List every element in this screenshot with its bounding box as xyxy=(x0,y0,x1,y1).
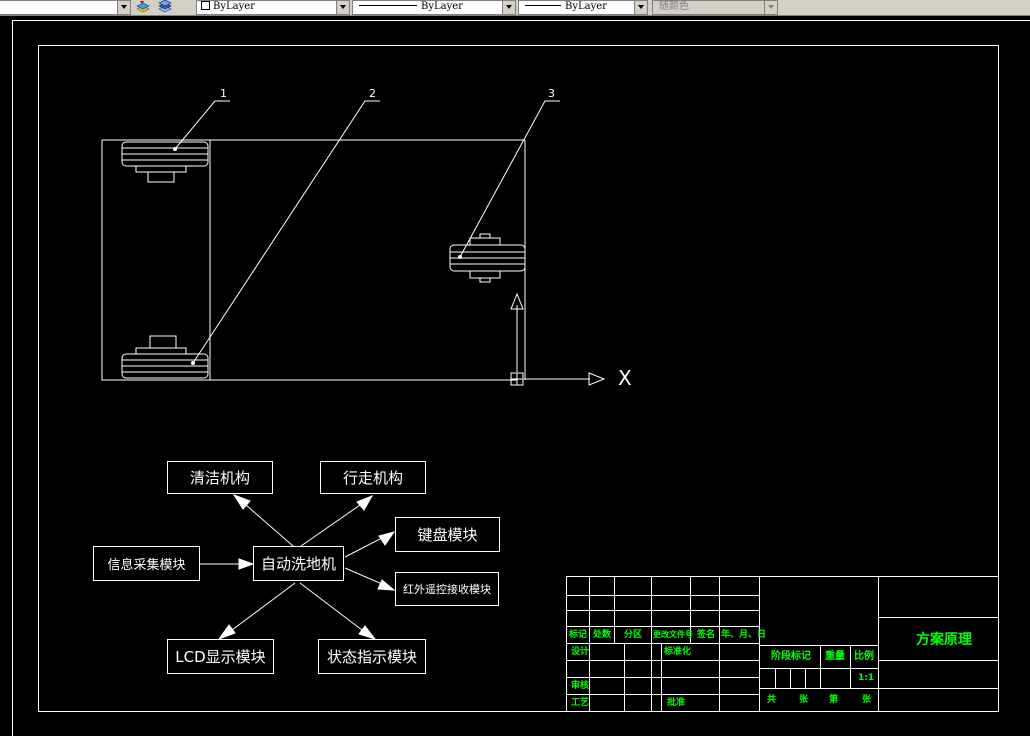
tb-review: 审核 xyxy=(571,681,590,691)
make-layer-current-icon[interactable] xyxy=(136,0,150,13)
block-status-indicator-module[interactable]: 状态指示模块 xyxy=(318,639,426,674)
tb-stage-mark: 阶段标记 xyxy=(771,651,811,662)
floor-plan xyxy=(101,100,606,386)
block-cleaning-mechanism[interactable]: 清洁机构 xyxy=(167,461,273,494)
chevron-down-icon[interactable] xyxy=(336,1,349,14)
tb-design: 设计 xyxy=(571,647,590,657)
layer-dropdown[interactable] xyxy=(0,0,131,15)
callout-number: 3 xyxy=(548,87,555,100)
chevron-down-icon[interactable] xyxy=(502,1,515,14)
chevron-down-icon[interactable] xyxy=(764,1,777,14)
block-lcd-display-module[interactable]: LCD显示模块 xyxy=(167,639,274,674)
linetype-control[interactable]: ByLayer xyxy=(352,0,516,15)
block-walking-mechanism[interactable]: 行走机构 xyxy=(320,461,426,494)
tb-header-date: 年、月、日 xyxy=(721,630,767,640)
outer-frame xyxy=(12,20,1030,736)
tb-approve: 批准 xyxy=(667,698,686,708)
color-control[interactable]: ByLayer xyxy=(196,0,350,15)
tb-header-count: 处数 xyxy=(593,630,612,640)
tb-header-sign: 签名 xyxy=(697,630,716,640)
block-keyboard-module[interactable]: 键盘模块 xyxy=(395,517,500,552)
drive-wheel-unit xyxy=(449,233,526,283)
callout-leaders xyxy=(174,100,560,364)
plotstyle-value: 随颜色 xyxy=(659,1,689,12)
tb-process: 工艺 xyxy=(571,698,590,708)
inner-border xyxy=(38,45,999,712)
lineweight-value: ByLayer xyxy=(565,1,607,12)
tb-total: 共 xyxy=(767,695,777,705)
tb-standardization: 标准化 xyxy=(664,647,692,657)
drawing-title: 方案原理 xyxy=(916,632,972,648)
block-ir-receiver-module[interactable]: 红外遥控接收模块 xyxy=(395,572,499,606)
block-diagram-arrows xyxy=(200,494,396,641)
lineweight-control[interactable]: ByLayer xyxy=(518,0,648,15)
tb-header-mark: 标记 xyxy=(569,630,588,640)
color-value: ByLayer xyxy=(213,1,255,12)
color-swatch-icon xyxy=(201,1,210,10)
chevron-down-icon[interactable] xyxy=(117,1,130,14)
lineweight-sample-icon xyxy=(525,5,561,6)
x-axis-label: X xyxy=(618,366,632,390)
tb-sheets-2: 张 xyxy=(862,695,872,705)
brush-unit-bottom xyxy=(121,335,209,379)
layer-previous-icon[interactable] xyxy=(158,0,172,13)
properties-toolbar: ByLayer ByLayer ByLayer 随颜色 xyxy=(0,0,1030,16)
tb-scale-value: 1:1 xyxy=(858,673,875,683)
callout-number: 2 xyxy=(369,87,376,100)
tb-sheets-1: 张 xyxy=(799,695,809,705)
title-block-grid xyxy=(566,576,999,712)
brush-unit-top xyxy=(121,141,209,183)
tb-header-doc-no: 更改文件号 xyxy=(653,630,693,639)
ucs-icon xyxy=(510,292,606,386)
tb-scale: 比例 xyxy=(854,651,874,662)
tb-header-zone: 分区 xyxy=(624,630,643,640)
linetype-sample-icon xyxy=(359,5,417,6)
chevron-down-icon[interactable] xyxy=(634,1,647,14)
block-auto-floor-washer[interactable]: 自动洗地机 xyxy=(253,546,344,581)
linetype-value: ByLayer xyxy=(421,1,463,12)
plotstyle-control[interactable]: 随颜色 xyxy=(652,0,778,15)
block-info-collection-module[interactable]: 信息采集模块 xyxy=(93,546,200,581)
tb-weight: 重量 xyxy=(825,651,845,662)
callout-number: 1 xyxy=(220,87,227,100)
tb-no: 第 xyxy=(829,695,839,705)
